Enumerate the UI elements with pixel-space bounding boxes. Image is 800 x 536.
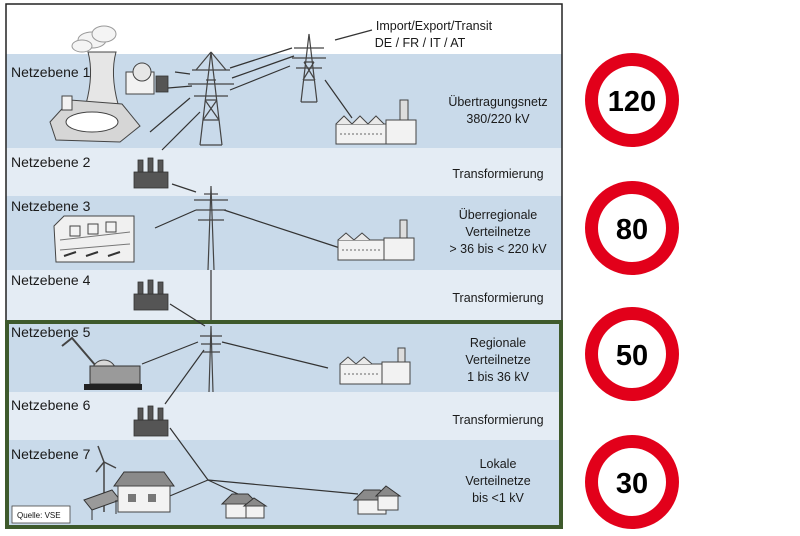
- source-box: [11, 505, 71, 524]
- level-4-label: Netzebene 4: [11, 272, 91, 288]
- local-grid-highlight-frame: [5, 320, 563, 529]
- band-level-4: [6, 270, 562, 322]
- speed-limit-sign-icon: 30: [585, 435, 679, 529]
- speed-limit-value: 50: [616, 340, 648, 372]
- farmhouse-icon: [113, 471, 175, 513]
- level-5-desc-line-1: Regionale: [470, 336, 526, 350]
- level-4-desc: Transformierung: [452, 291, 543, 305]
- industry-plant-icon: [339, 347, 411, 385]
- level-7-label: Netzebene 7: [11, 446, 91, 462]
- transformer-icon: [133, 405, 169, 437]
- level-5-label: Netzebene 5: [11, 324, 91, 340]
- level-2-desc: Transformierung: [452, 167, 543, 181]
- level-1-desc-line-2: 380/220 kV: [466, 112, 530, 126]
- speed-limit-sign-icon: 50: [585, 307, 679, 401]
- level-3-desc-line-3: > 36 bis < 220 kV: [449, 242, 547, 256]
- speed-limit-sign-icon: 120: [585, 53, 679, 147]
- level-5-desc-line-3: 1 bis 36 kV: [467, 370, 530, 384]
- band-level-7: [6, 440, 562, 526]
- pylon-icon: [194, 185, 228, 271]
- pylon-icon: [292, 33, 326, 103]
- house-icon: [220, 493, 268, 519]
- house-icon: [352, 485, 402, 515]
- speed-limit-value: 120: [608, 86, 656, 118]
- import-export-line-2: DE / FR / IT / AT: [375, 36, 466, 50]
- level-3-desc-line-1: Überregionale: [459, 208, 538, 222]
- level-2-label: Netzebene 2: [11, 154, 91, 170]
- level-3-label: Netzebene 3: [11, 198, 91, 214]
- level-7-desc-line-3: bis <1 kV: [472, 491, 524, 505]
- hydro-power-plant-icon: [53, 215, 135, 263]
- level-5-desc-line-2: Verteilnetze: [465, 353, 530, 367]
- power-lines: [141, 29, 373, 499]
- level-3-desc-line-2: Verteilnetze: [465, 225, 530, 239]
- run-of-river-plant-icon: [61, 336, 142, 390]
- nuclear-power-plant-icon: [49, 25, 169, 143]
- transformer-icon: [133, 279, 169, 311]
- level-1-label: Netzebene 1: [11, 64, 91, 80]
- transformer-icon: [133, 157, 169, 189]
- industry-plant-icon: [337, 219, 415, 261]
- wind-turbine-icon: [95, 445, 117, 512]
- level-1-desc-line-1: Übertragungsnetz: [448, 95, 547, 109]
- industry-plant-icon: [335, 99, 417, 145]
- import-export-line-1: Import/Export/Transit: [376, 19, 493, 33]
- level-7-desc-line-2: Verteilnetze: [465, 474, 530, 488]
- pylon-icon: [200, 325, 222, 393]
- source-label: Quelle: VSE: [17, 511, 61, 520]
- speed-limit-value: 80: [616, 214, 648, 246]
- band-level-6: [6, 392, 562, 440]
- level-7-desc-line-1: Lokale: [480, 457, 517, 471]
- pylon-icon: [188, 51, 234, 146]
- band-level-2: [6, 148, 562, 196]
- level-6-desc: Transformierung: [452, 413, 543, 427]
- level-6-label: Netzebene 6: [11, 397, 91, 413]
- speed-limit-value: 30: [616, 468, 648, 500]
- speed-limit-sign-icon: 80: [585, 181, 679, 275]
